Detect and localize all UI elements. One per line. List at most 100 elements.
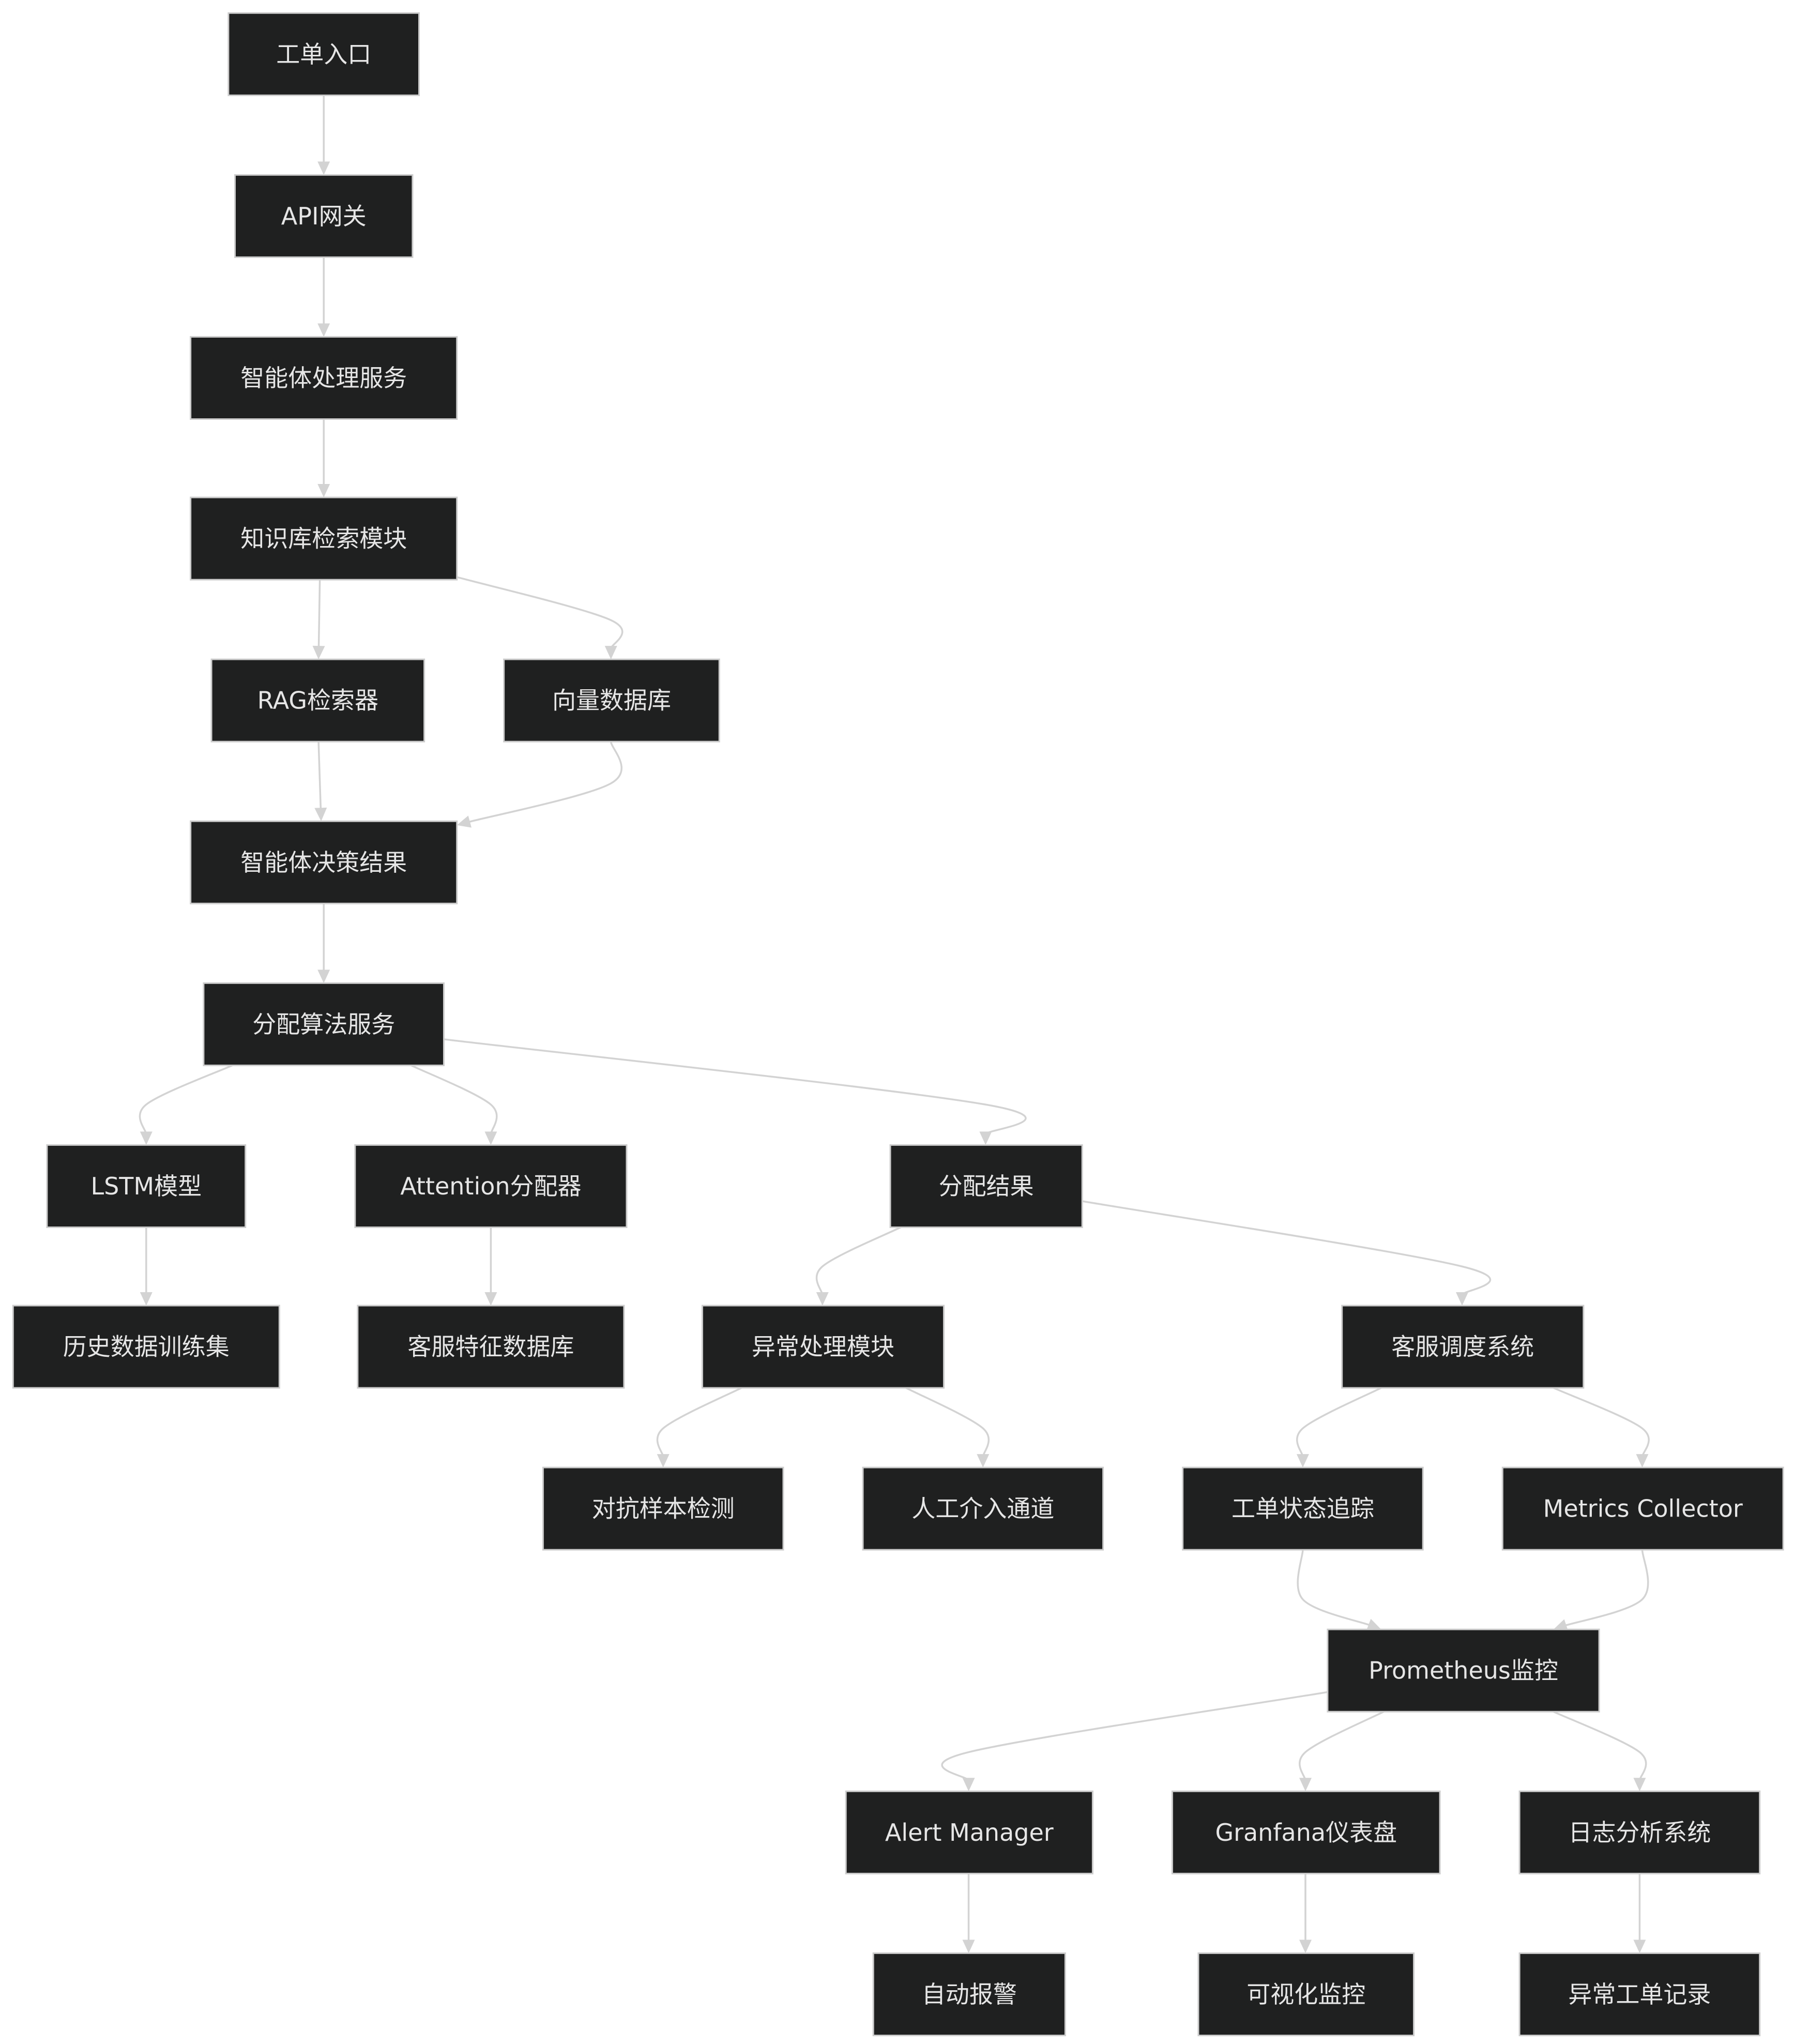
node-status-tracking[interactable]: 工单状态追踪 bbox=[1182, 1466, 1424, 1551]
node-metrics-collector[interactable]: Metrics Collector bbox=[1501, 1466, 1784, 1551]
arrowhead-exception_module-to-manual_channel bbox=[977, 1454, 990, 1468]
arrowhead-prometheus-to-alert_manager bbox=[962, 1778, 975, 1792]
arrowhead-status_tracking-to-prometheus bbox=[1366, 1618, 1381, 1631]
node-label: 分配算法服务 bbox=[252, 1010, 395, 1038]
node-label: 对抗样本检测 bbox=[592, 1495, 735, 1523]
node-kb-search[interactable]: 知识库检索模块 bbox=[190, 496, 458, 581]
node-label: 异常工单记录 bbox=[1568, 1980, 1711, 2008]
arrowhead-rag-to-agent_decision bbox=[314, 807, 327, 822]
node-label: 客服调度系统 bbox=[1391, 1333, 1534, 1361]
node-box bbox=[862, 1466, 1104, 1551]
node-cs-feature-db[interactable]: 客服特征数据库 bbox=[357, 1305, 625, 1389]
node-label: 智能体决策结果 bbox=[240, 849, 407, 876]
node-label: 分配结果 bbox=[939, 1172, 1034, 1200]
node-label: 向量数据库 bbox=[552, 687, 671, 715]
node-lstm[interactable]: LSTM模型 bbox=[46, 1144, 247, 1229]
node-vector-db[interactable]: 向量数据库 bbox=[503, 658, 720, 743]
node-label: Granfana仪表盘 bbox=[1215, 1819, 1397, 1846]
node-attention[interactable]: Attention分配器 bbox=[354, 1144, 628, 1229]
node-label: Prometheus监控 bbox=[1369, 1657, 1558, 1685]
node-box bbox=[357, 1305, 625, 1389]
node-adversarial[interactable]: 对抗样本检测 bbox=[542, 1466, 784, 1551]
node-label: Attention分配器 bbox=[400, 1172, 581, 1200]
node-alloc-service[interactable]: 分配算法服务 bbox=[203, 982, 445, 1066]
node-rag[interactable]: RAG检索器 bbox=[210, 658, 425, 743]
arrowhead-agent_decision-to-alloc_service bbox=[317, 970, 330, 983]
node-label: 人工介入通道 bbox=[911, 1495, 1054, 1523]
edge-alloc_service-to-alloc_result bbox=[444, 1038, 1027, 1135]
edge-alloc_result-to-cs_dispatch bbox=[1082, 1200, 1492, 1296]
node-box bbox=[872, 1952, 1066, 2036]
node-api-gateway[interactable]: API网关 bbox=[234, 174, 414, 258]
node-box bbox=[354, 1144, 628, 1229]
node-label: 自动报警 bbox=[922, 1980, 1017, 2008]
node-box bbox=[701, 1305, 945, 1389]
node-label: API网关 bbox=[281, 202, 367, 230]
arrowhead-alert_manager-to-auto_alarm bbox=[962, 1940, 975, 1954]
node-box bbox=[1171, 1790, 1441, 1874]
node-alert-manager[interactable]: Alert Manager bbox=[845, 1790, 1093, 1874]
node-label: 客服特征数据库 bbox=[407, 1333, 574, 1361]
node-history-data[interactable]: 历史数据训练集 bbox=[12, 1305, 280, 1389]
arrowhead-cs_dispatch-to-metrics_collector bbox=[1636, 1454, 1649, 1468]
edge-kb_search-to-rag bbox=[317, 580, 321, 649]
edge-alloc_service-to-lstm bbox=[139, 1064, 233, 1134]
node-box bbox=[210, 658, 425, 743]
arrowhead-kb_search-to-vector_db bbox=[604, 646, 617, 660]
node-box bbox=[1501, 1466, 1784, 1551]
edge-cs_dispatch-to-metrics_collector bbox=[1553, 1387, 1650, 1457]
node-label: 历史数据训练集 bbox=[63, 1333, 230, 1361]
node-prometheus[interactable]: Prometheus监控 bbox=[1327, 1628, 1600, 1713]
edge-prometheus-to-alert_manager bbox=[941, 1691, 1328, 1781]
node-box bbox=[1341, 1305, 1585, 1389]
node-agent-decision[interactable]: 智能体决策结果 bbox=[190, 820, 458, 904]
arrowhead-alloc_service-to-alloc_result bbox=[979, 1131, 992, 1145]
node-box bbox=[845, 1790, 1093, 1874]
edge-vector_db-to-agent_decision bbox=[467, 741, 623, 824]
node-label: Alert Manager bbox=[885, 1819, 1054, 1846]
node-box bbox=[1197, 1952, 1415, 2036]
node-label: 日志分析系统 bbox=[1568, 1819, 1711, 1846]
node-exception-log[interactable]: 异常工单记录 bbox=[1518, 1952, 1761, 2036]
node-box bbox=[889, 1144, 1083, 1229]
node-log-analysis[interactable]: 日志分析系统 bbox=[1518, 1790, 1761, 1874]
node-box bbox=[1182, 1466, 1424, 1551]
node-cs-dispatch[interactable]: 客服调度系统 bbox=[1341, 1305, 1585, 1389]
edge-cs_dispatch-to-status_tracking bbox=[1296, 1387, 1382, 1457]
node-exception-module[interactable]: 异常处理模块 bbox=[701, 1305, 945, 1389]
arrowhead-metrics_collector-to-prometheus bbox=[1553, 1619, 1569, 1631]
node-label: 异常处理模块 bbox=[752, 1333, 894, 1361]
node-manual-channel[interactable]: 人工介入通道 bbox=[862, 1466, 1104, 1551]
node-agent-service[interactable]: 智能体处理服务 bbox=[190, 336, 458, 420]
node-alloc-result[interactable]: 分配结果 bbox=[889, 1144, 1083, 1229]
edge-kb_search-to-vector_db bbox=[457, 576, 624, 649]
edge-exception_module-to-adversarial bbox=[656, 1387, 742, 1457]
arrowhead-alloc_service-to-lstm bbox=[140, 1131, 153, 1145]
arrowhead-alloc_result-to-exception_module bbox=[816, 1292, 829, 1306]
edge-prometheus-to-grafana bbox=[1299, 1710, 1385, 1781]
node-box bbox=[190, 336, 458, 420]
edges-layer bbox=[139, 95, 1650, 1954]
node-box bbox=[190, 496, 458, 581]
arrowhead-cs_dispatch-to-status_tracking bbox=[1296, 1454, 1309, 1468]
arrowhead-agent_service-to-kb_search bbox=[317, 484, 330, 498]
node-label: 智能体处理服务 bbox=[240, 364, 407, 392]
node-auto-alarm[interactable]: 自动报警 bbox=[872, 1952, 1066, 2036]
edge-exception_module-to-manual_channel bbox=[905, 1387, 990, 1457]
node-visual-monitor[interactable]: 可视化监控 bbox=[1197, 1952, 1415, 2036]
arrowhead-alloc_result-to-cs_dispatch bbox=[1456, 1292, 1468, 1306]
node-label: 工单状态追踪 bbox=[1232, 1495, 1374, 1523]
arrowhead-prometheus-to-log_analysis bbox=[1633, 1778, 1646, 1792]
node-box bbox=[1518, 1790, 1761, 1874]
edge-prometheus-to-log_analysis bbox=[1553, 1710, 1647, 1781]
arrowhead-api_gateway-to-agent_service bbox=[317, 323, 330, 337]
node-ticket-entry[interactable]: 工单入口 bbox=[227, 12, 420, 96]
node-label: RAG检索器 bbox=[257, 687, 378, 715]
node-box bbox=[542, 1466, 784, 1551]
edge-alloc_service-to-attention bbox=[411, 1064, 498, 1134]
node-label: 知识库检索模块 bbox=[240, 525, 407, 553]
node-box bbox=[12, 1305, 280, 1389]
node-grafana[interactable]: Granfana仪表盘 bbox=[1171, 1790, 1441, 1874]
